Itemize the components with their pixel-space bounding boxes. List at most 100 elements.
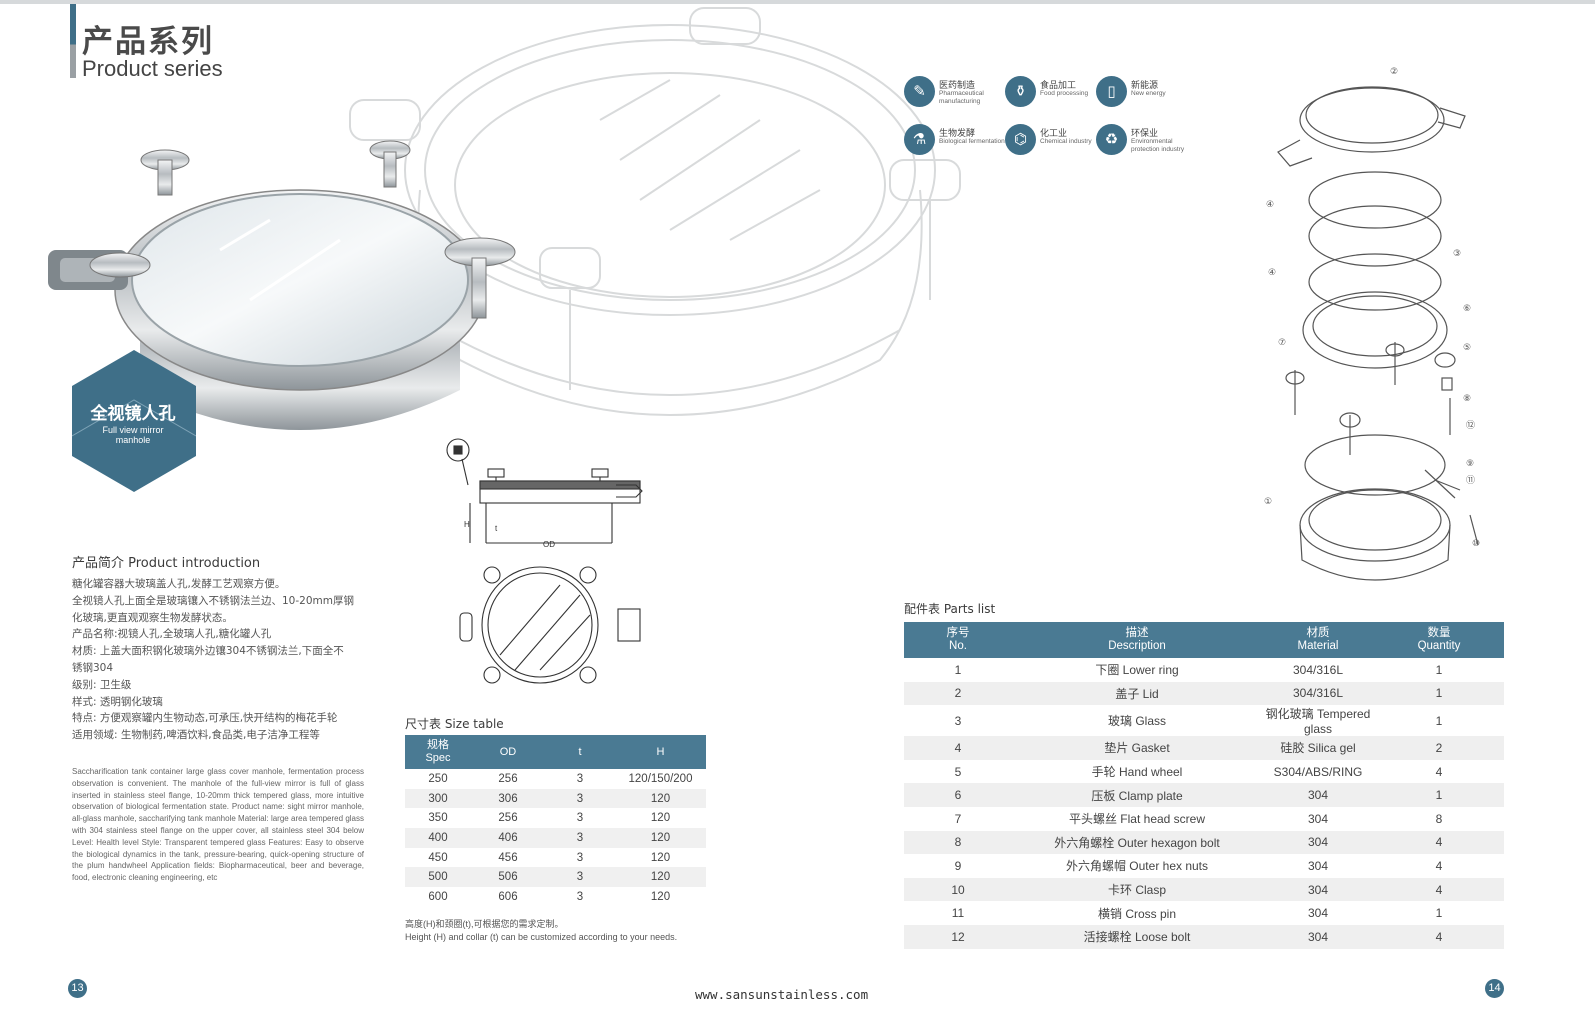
intro-line: 糖化罐容器大玻璃盖人孔,发酵工艺观察方便。 (72, 578, 286, 590)
medicine-icon: ✎ (904, 76, 935, 107)
website-url: www.sansunstainless.com (695, 987, 869, 1002)
column-header: 材质 Material (1262, 622, 1374, 658)
table-cell: 600 (428, 890, 448, 903)
table-cell: 1 (1374, 681, 1504, 706)
table-cell: 盖子 Lid (1012, 681, 1262, 706)
column-header: 序号 No. (904, 622, 1012, 658)
table-cell: 5 (954, 764, 962, 779)
size-table-heading: 尺寸表 Size table (405, 717, 504, 731)
table-cell: 1 (954, 662, 962, 677)
column-header-cn: 描述 (1125, 627, 1149, 639)
table-cell: 1 (1374, 783, 1504, 807)
table-cell: 10 (904, 877, 1012, 902)
table-cell: 2 (1374, 736, 1504, 760)
table-cell: 350 (428, 812, 448, 825)
intro-line: 锈钢304 (72, 661, 114, 674)
exploded-label: ④ (1266, 200, 1274, 210)
title-accent-bar (70, 4, 76, 78)
exploded-label: ⑩ (1472, 539, 1480, 549)
table-cell: 1 (1435, 662, 1443, 677)
table-cell: 外六角螺栓 Outer hexagon bolt (1012, 830, 1262, 855)
table-cell: 4 (1374, 830, 1504, 855)
table-cell: 6 (904, 783, 1012, 807)
page-title-en: Product series (82, 56, 223, 81)
table-cell: 304/316L (1292, 662, 1344, 677)
h-dimension-label: H (464, 520, 470, 529)
column-header: 数量 Quantity (1374, 622, 1504, 658)
industry-label-en: Environmental protection industry (1131, 138, 1185, 153)
column-header: 规格 Spec (405, 735, 471, 769)
table-cell: 120 (650, 812, 671, 825)
chemical-icon: ⌬ (1005, 124, 1036, 155)
table-cell: 垫片 Gasket (1012, 736, 1262, 760)
table-cell: 横销 Cross pin (1097, 906, 1177, 921)
table-cell: S304/ABS/RING (1273, 764, 1363, 779)
parts-table: 序号 No. 描述 Description 材质 Material 数量 Qua… (904, 622, 1504, 949)
exploded-label: ⑪ (1466, 475, 1475, 486)
table-cell: 120 (615, 867, 706, 888)
table-cell: 硅胶 Silica gel (1262, 736, 1374, 760)
table-cell: 300 (405, 788, 471, 809)
column-header-en: Spec (425, 752, 451, 764)
industry-label-en: Chemical industry (1040, 138, 1092, 145)
table-header-row: 规格 Spec OD t H (405, 735, 706, 769)
table-cell: 3 (545, 828, 615, 848)
industry-item: ♻ 环保业 Environmental protection industry (1096, 124, 1196, 160)
table-cell: 304 (1262, 924, 1374, 949)
table-cell: 304 (1262, 877, 1374, 902)
page-number-right: 14 (1485, 979, 1504, 998)
table-cell: 3 (576, 772, 584, 785)
column-header: 描述 Description (1012, 622, 1262, 658)
intro-line: 级别: 卫生级 (72, 678, 132, 691)
column-header-cn: 规格 (427, 739, 449, 751)
table-cell: 304 (1307, 906, 1329, 921)
table-cell: 3 (576, 812, 584, 825)
intro-line: 适用领域: 生物制药,啤酒饮料,食品类,电子洁净工程等 (72, 729, 320, 742)
size-note-en: Height (H) and collar (t) can be customi… (405, 931, 678, 942)
table-cell: 456 (498, 851, 518, 864)
table-cell: 120 (650, 890, 671, 903)
column-header-cn: 序号 (946, 627, 970, 639)
exploded-view-diagram: ② ④ ③ ④ ⑥ ⑦ ⑤ ⑧ ⑫ ⑨ ⑪ ① ⑩ (1264, 67, 1480, 581)
table-cell: 卡环 Clasp (1012, 877, 1262, 902)
recycle-icon: ♻ (1096, 124, 1127, 155)
t-dimension-label: t (495, 524, 498, 533)
table-cell: 606 (498, 890, 518, 903)
table-cell: 4 (904, 736, 1012, 760)
table-cell: 压板 Clamp plate (1012, 783, 1262, 807)
table-cell: 450 (428, 851, 448, 864)
table-cell: 4 (1374, 877, 1504, 902)
product-name-cn: 全视镜人孔 (90, 404, 176, 424)
table-cell: 3 (545, 788, 615, 809)
intro-line: 材质: 上盖大面积钢化玻璃外边镶304不锈钢法兰,下面全不 (72, 645, 344, 658)
table-cell: 钢化玻璃 Tempered glass (1265, 707, 1371, 737)
table-cell: 1 (1435, 713, 1443, 728)
table-cell: 256 (498, 772, 518, 785)
intro-text-cn: 糖化罐容器大玻璃盖人孔,发酵工艺观察方便。 全视镜人孔上面全是玻璃镶入不锈钢法兰… (72, 576, 367, 744)
exploded-label: ③ (1453, 249, 1461, 259)
industry-item: ⚱ 食品加工 Food processing (1005, 76, 1105, 112)
size-table-note: 高度(H)和颈圈(t),可根据您的需求定制。 Height (H) and co… (405, 918, 677, 943)
table-cell: 500 (405, 867, 471, 888)
table-cell: 120 (650, 851, 671, 864)
exploded-label: ⑫ (1466, 420, 1475, 431)
table-cell: 平头螺丝 Flat head screw (1068, 812, 1206, 827)
intro-line: 样式: 透明钢化玻璃 (72, 695, 163, 708)
industry-label: 医药制造 (939, 81, 976, 91)
table-cell: 304 (1307, 811, 1329, 826)
exploded-label: ⑦ (1278, 338, 1286, 348)
page-title-cn: 产品系列 (82, 24, 214, 60)
table-cell: 256 (498, 812, 518, 825)
product-name-hexagon (72, 350, 196, 492)
product-name-en: Full view mirror manhole (102, 425, 164, 445)
parts-table-heading: 配件表 Parts list (904, 602, 996, 616)
